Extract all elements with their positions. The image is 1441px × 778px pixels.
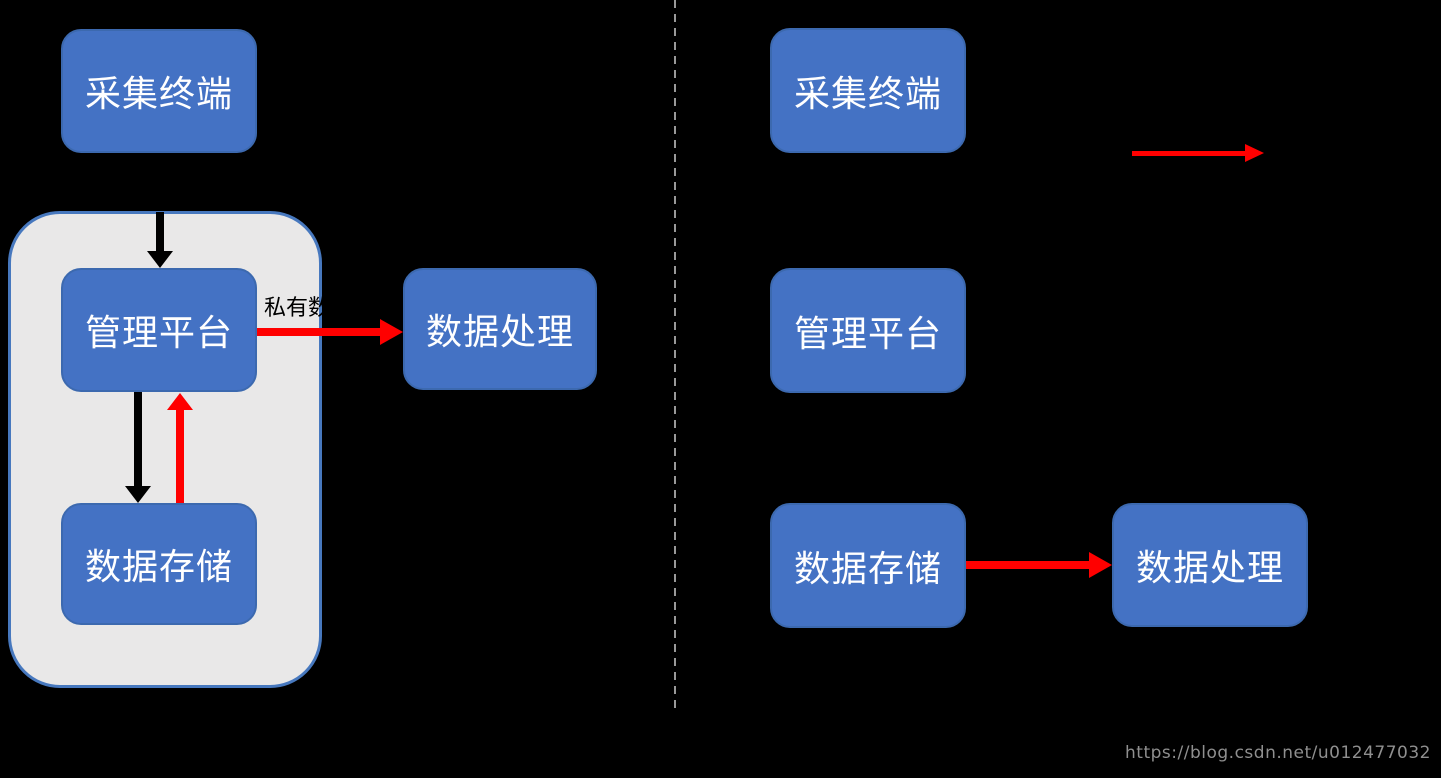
arrow-head-right-icon — [1089, 552, 1112, 578]
left-edge-label-private-data: 私有数 — [264, 296, 323, 321]
arrow-shaft — [257, 328, 380, 336]
arrow-shaft — [966, 561, 1089, 569]
right-node-platform: 管理平台 — [770, 268, 966, 393]
right-node-storage: 数据存储 — [770, 503, 966, 628]
left-node-processing: 数据处理 — [403, 268, 597, 390]
arrow-head-down-icon — [147, 251, 173, 268]
right-node-processing: 数据处理 — [1112, 503, 1308, 627]
arrow-shaft — [156, 212, 164, 252]
left-node-platform: 管理平台 — [61, 268, 257, 392]
arrow-shaft — [1132, 151, 1245, 156]
arrow-shaft — [176, 410, 184, 503]
left-node-storage: 数据存储 — [61, 503, 257, 625]
arrow-head-right-icon — [380, 319, 403, 345]
left-node-collector: 采集终端 — [61, 29, 257, 153]
arrow-head-up-icon — [167, 393, 193, 410]
arrow-shaft — [134, 392, 142, 486]
dashed-divider-line — [674, 0, 676, 712]
arrow-head-right-icon — [1245, 144, 1264, 162]
arrow-head-down-icon — [125, 486, 151, 503]
watermark-url: https://blog.csdn.net/u012477032 — [1125, 743, 1431, 763]
right-node-collector: 采集终端 — [770, 28, 966, 153]
